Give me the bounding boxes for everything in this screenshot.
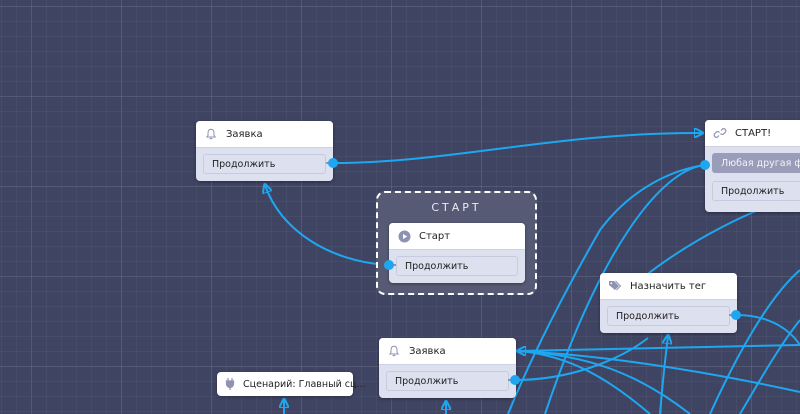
node-zayavka-bottom[interactable]: Заявка Продолжить [379, 338, 516, 398]
node-start-excl[interactable]: СТАРТ! Любая другая фраза Продолжить [705, 120, 800, 212]
edge-into-assign-tag [659, 336, 668, 414]
bell-icon [204, 127, 218, 141]
continue-button[interactable]: Продолжить [203, 154, 326, 174]
node-zayavka-top[interactable]: Заявка Продолжить [196, 121, 333, 181]
edge-right-to-zayavka-2 [517, 350, 800, 393]
link-icon [713, 126, 727, 140]
node-start[interactable]: Старт Продолжить [389, 223, 525, 283]
edge-zayavka-bottom-out [514, 337, 649, 381]
output-port[interactable] [510, 375, 520, 385]
output-port[interactable] [384, 260, 394, 270]
bell-icon [387, 344, 401, 358]
continue-button[interactable]: Продолжить [712, 181, 800, 201]
edge-start-to-zayavka [265, 185, 390, 266]
output-port[interactable] [731, 310, 741, 320]
edge-assign-tag-out [735, 314, 800, 346]
node-title: Старт [419, 230, 451, 242]
node-header[interactable]: Назначить тег [600, 273, 737, 300]
continue-button[interactable]: Продолжить [607, 306, 730, 326]
node-assign-tag[interactable]: Назначить тег Продолжить [600, 273, 737, 333]
node-title: Заявка [226, 128, 263, 140]
start-group-title: СТАРТ [431, 201, 482, 214]
plug-icon [225, 378, 235, 390]
input-port[interactable] [700, 160, 710, 170]
node-header[interactable]: СТАРТ! [705, 120, 800, 147]
continue-button[interactable]: Продолжить [386, 371, 509, 391]
node-header[interactable]: Заявка [379, 338, 516, 365]
node-title: Заявка [409, 345, 446, 357]
any-phrase-button[interactable]: Любая другая фраза [712, 153, 800, 173]
node-title: Назначить тег [630, 280, 707, 292]
tag-icon [608, 279, 622, 293]
edge-right-to-zayavka-1 [518, 344, 800, 351]
edge-right-to-zayavka-3 [517, 350, 651, 414]
continue-button[interactable]: Продолжить [396, 256, 518, 276]
node-header[interactable]: Заявка [196, 121, 333, 148]
node-title: СТАРТ! [735, 127, 772, 139]
node-scenario[interactable]: Сценарий: Главный сц... [217, 372, 366, 396]
edge-zayavka-to-start-excl [332, 133, 702, 164]
edge-right-to-zayavka-4 [517, 350, 691, 414]
play-circle-icon [397, 229, 411, 243]
node-header[interactable]: Старт [389, 223, 525, 250]
output-port[interactable] [328, 158, 338, 168]
edge-diagonal-3 [739, 319, 800, 414]
node-title: Сценарий: Главный сц... [243, 378, 366, 390]
